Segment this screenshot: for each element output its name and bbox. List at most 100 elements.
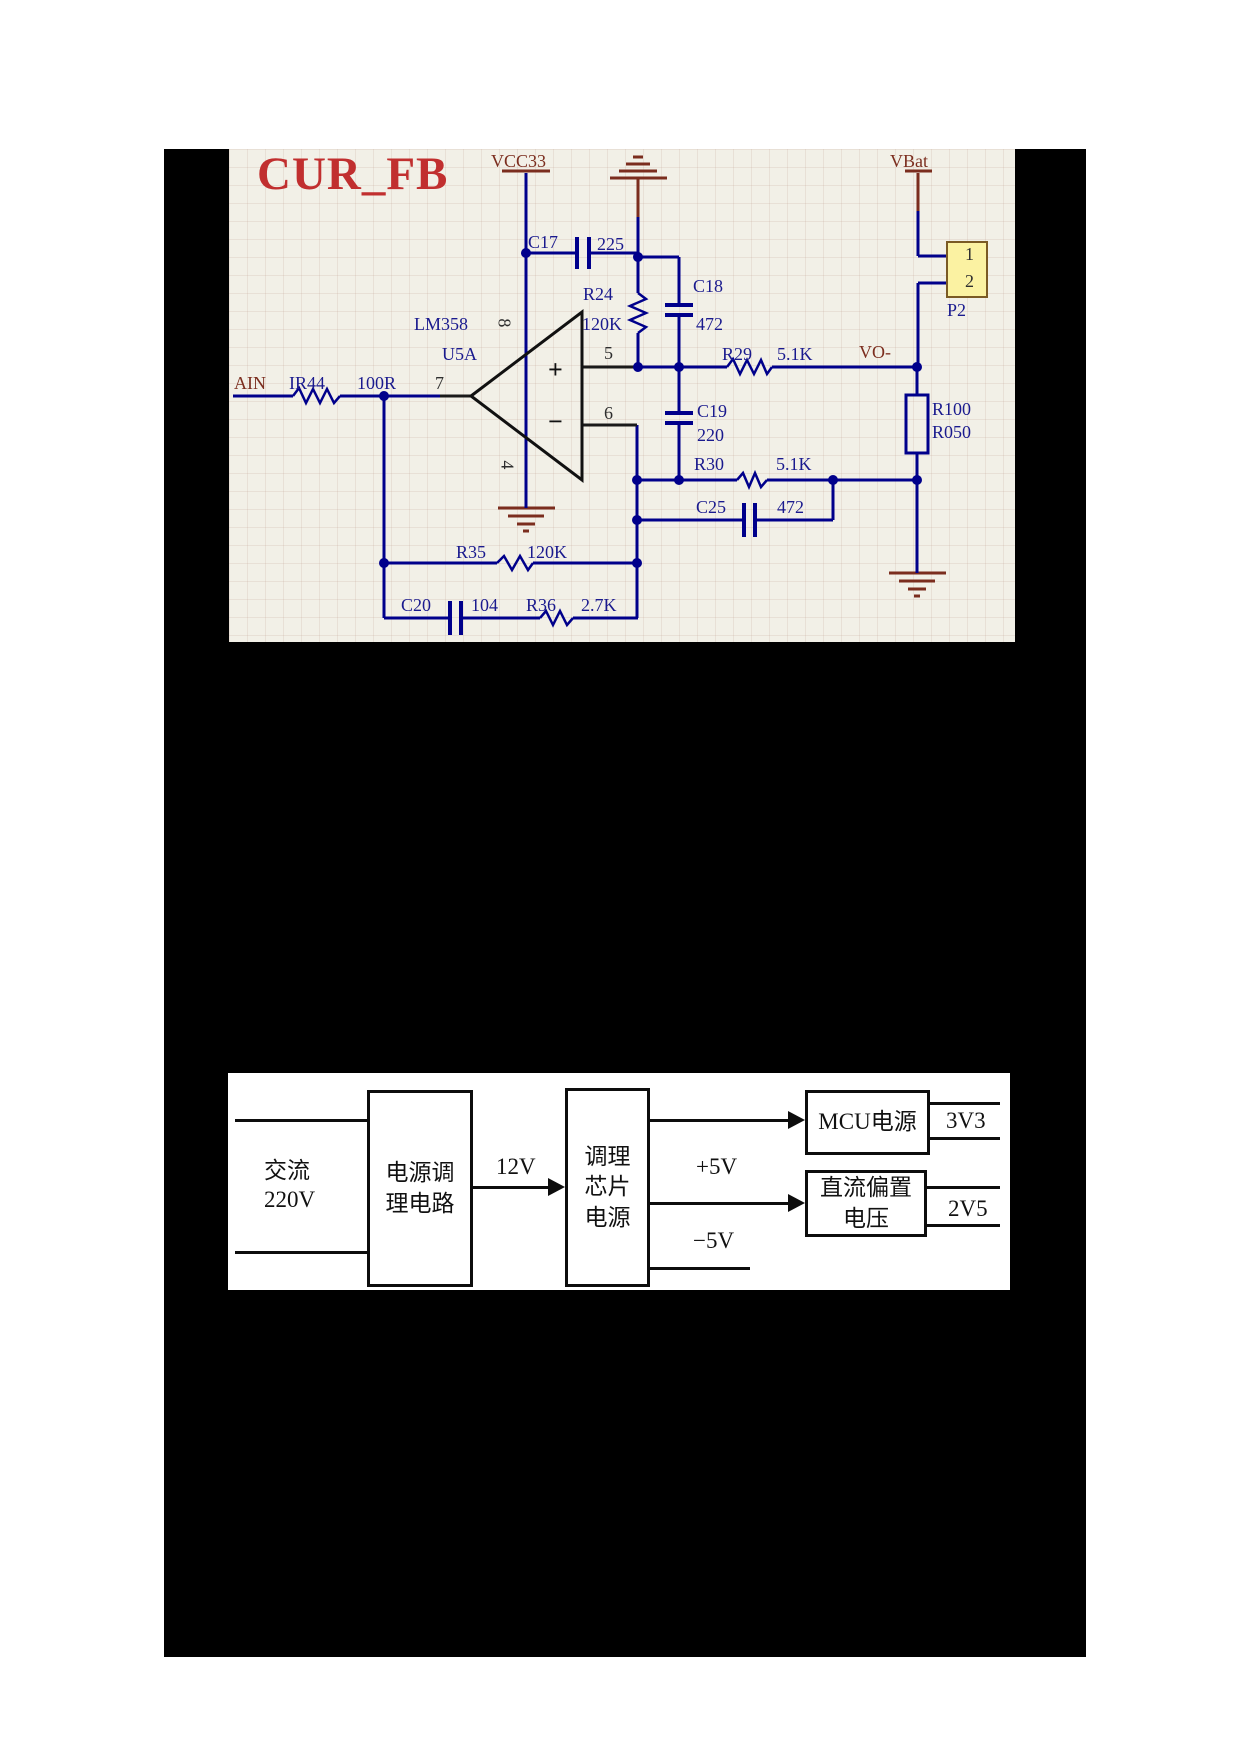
output-ground-icon: [889, 571, 946, 598]
dc-bias-voltage-box: 直流偏置 电压: [805, 1170, 927, 1237]
power-conditioning-line2: 理电路: [385, 1190, 455, 1216]
capacitor-c18: [665, 303, 693, 317]
dc-bias-line1: 直流偏置: [820, 1175, 912, 1201]
label-2v5: 2V5: [948, 1196, 988, 1221]
c17-ref: C17: [528, 232, 559, 252]
mcu-power-label: MCU电源: [818, 1109, 917, 1135]
r29-value: 5.1K: [777, 344, 813, 364]
resistor-r100-body: [904, 393, 930, 455]
r36-value: 2.7K: [581, 595, 617, 615]
arrowhead-mcu: [788, 1111, 805, 1129]
ac-input-wire-top: [235, 1119, 367, 1122]
page-background-panel: CUR_FB VCC33 VBat C17 225 C18 472 R24 12…: [164, 148, 1086, 1657]
net-label-ain: AIN: [234, 373, 266, 393]
mcu-output-wire-bottom: [930, 1137, 1000, 1140]
opamp-ground-icon: [498, 506, 555, 533]
schematic-title: CUR_FB: [257, 148, 449, 200]
label-3v3: 3V3: [946, 1108, 986, 1133]
r30-value: 5.1K: [776, 454, 812, 474]
regulator-chip-line1: 调理: [584, 1143, 631, 1169]
opamp-pin6-number: 6: [604, 403, 613, 423]
schematic-image: CUR_FB VCC33 VBat C17 225 C18 472 R24 12…: [229, 148, 1015, 642]
p2-pin2-number: 2: [965, 271, 974, 291]
resistor-r44: [292, 385, 341, 406]
label-plus5v: +5V: [696, 1154, 738, 1179]
mcu-power-box: MCU电源: [805, 1090, 930, 1155]
arrowhead-plus5v: [788, 1194, 805, 1212]
regulator-chip-power-box: 调理 芯片 电源: [565, 1088, 650, 1287]
capacitor-c19: [665, 411, 693, 425]
capacitor-c20: [448, 601, 463, 635]
ac-input-wire-bottom: [235, 1251, 367, 1254]
c25-value: 472: [777, 497, 804, 517]
label-12v: 12V: [496, 1154, 536, 1179]
r44-value: 100R: [357, 373, 397, 393]
resistor-r30: [736, 469, 768, 491]
ac-input-label: 交流 220V: [264, 1157, 315, 1215]
resistor-r24: [626, 292, 650, 334]
c19-value: 220: [697, 425, 724, 445]
opamp-triangle: [468, 308, 584, 484]
label-minus5v: −5V: [693, 1228, 735, 1253]
r24-ref: R24: [583, 284, 614, 304]
resistor-zigzags: [292, 292, 774, 628]
opamp-plus-input-sign: +: [548, 355, 563, 384]
junction-dots: [379, 248, 922, 568]
mcu-output-wire-top: [930, 1102, 1000, 1105]
c20-value: 104: [471, 595, 498, 615]
c19-ref: C19: [697, 401, 728, 421]
bias-output-wire-top: [927, 1186, 1000, 1189]
resistor-r35: [496, 553, 535, 573]
pin-stubs: [440, 365, 637, 427]
r44-ref: IR44: [289, 373, 325, 393]
capacitor-plates: [448, 237, 757, 635]
ac-input-line2: 220V: [264, 1186, 316, 1212]
r100-ref: R100: [932, 399, 972, 419]
power-conditioning-box: 电源调 理电路: [367, 1090, 473, 1287]
c18-ref: C18: [693, 276, 724, 296]
wire-minus5v: [650, 1267, 750, 1270]
r24-value: 120K: [582, 314, 622, 334]
opamp-ref-label: U5A: [442, 344, 477, 364]
power-conditioning-line1: 电源调: [385, 1160, 455, 1186]
r35-ref: R35: [456, 542, 487, 562]
opamp-pin7-number: 7: [435, 373, 444, 393]
block-diagram-image: 交流 220V 电源调 理电路 12V 调理 芯片 电源: [228, 1073, 1010, 1290]
regulator-chip-line3: 电源: [584, 1204, 631, 1230]
net-label-vo: VO-: [859, 342, 891, 362]
r35-value: 120K: [527, 542, 567, 562]
c20-ref: C20: [401, 595, 432, 615]
c18-value: 472: [696, 314, 723, 334]
resistor-r36: [539, 608, 574, 628]
ac-input-line1: 交流: [264, 1158, 310, 1183]
c17-value: 225: [597, 234, 624, 254]
r36-ref: R36: [526, 595, 557, 615]
opamp-pin8-number: 8: [494, 318, 515, 328]
r29-ref: R29: [722, 344, 753, 364]
opamp-minus-input-sign: −: [548, 407, 563, 436]
wire-12v: [473, 1186, 549, 1189]
p2-ref: P2: [947, 300, 967, 320]
opamp-part-label: LM358: [414, 314, 468, 334]
r100-value: R050: [932, 422, 972, 442]
regulator-chip-line2: 芯片: [584, 1174, 631, 1200]
dc-bias-line2: 电压: [843, 1205, 889, 1231]
power-port-bars: [502, 155, 932, 217]
wires: [233, 173, 947, 620]
r30-ref: R30: [694, 454, 725, 474]
p2-pin1-number: 1: [965, 244, 974, 264]
c25-ref: C25: [696, 497, 727, 517]
arrowhead-12v: [548, 1178, 565, 1196]
net-label-vcc33: VCC33: [491, 151, 547, 171]
opamp-pin4-number: 4: [497, 460, 518, 470]
capacitor-c17: [575, 237, 591, 269]
net-label-vbat: VBat: [890, 151, 928, 171]
wire-to-mcu: [650, 1119, 788, 1122]
capacitor-c25: [742, 503, 757, 537]
opamp-pin5-number: 5: [604, 343, 613, 363]
resistor-r29: [726, 356, 774, 377]
wire-plus5v: [650, 1202, 788, 1205]
schematic-graphics: [233, 155, 988, 635]
bias-output-wire-bottom: [927, 1224, 1000, 1227]
